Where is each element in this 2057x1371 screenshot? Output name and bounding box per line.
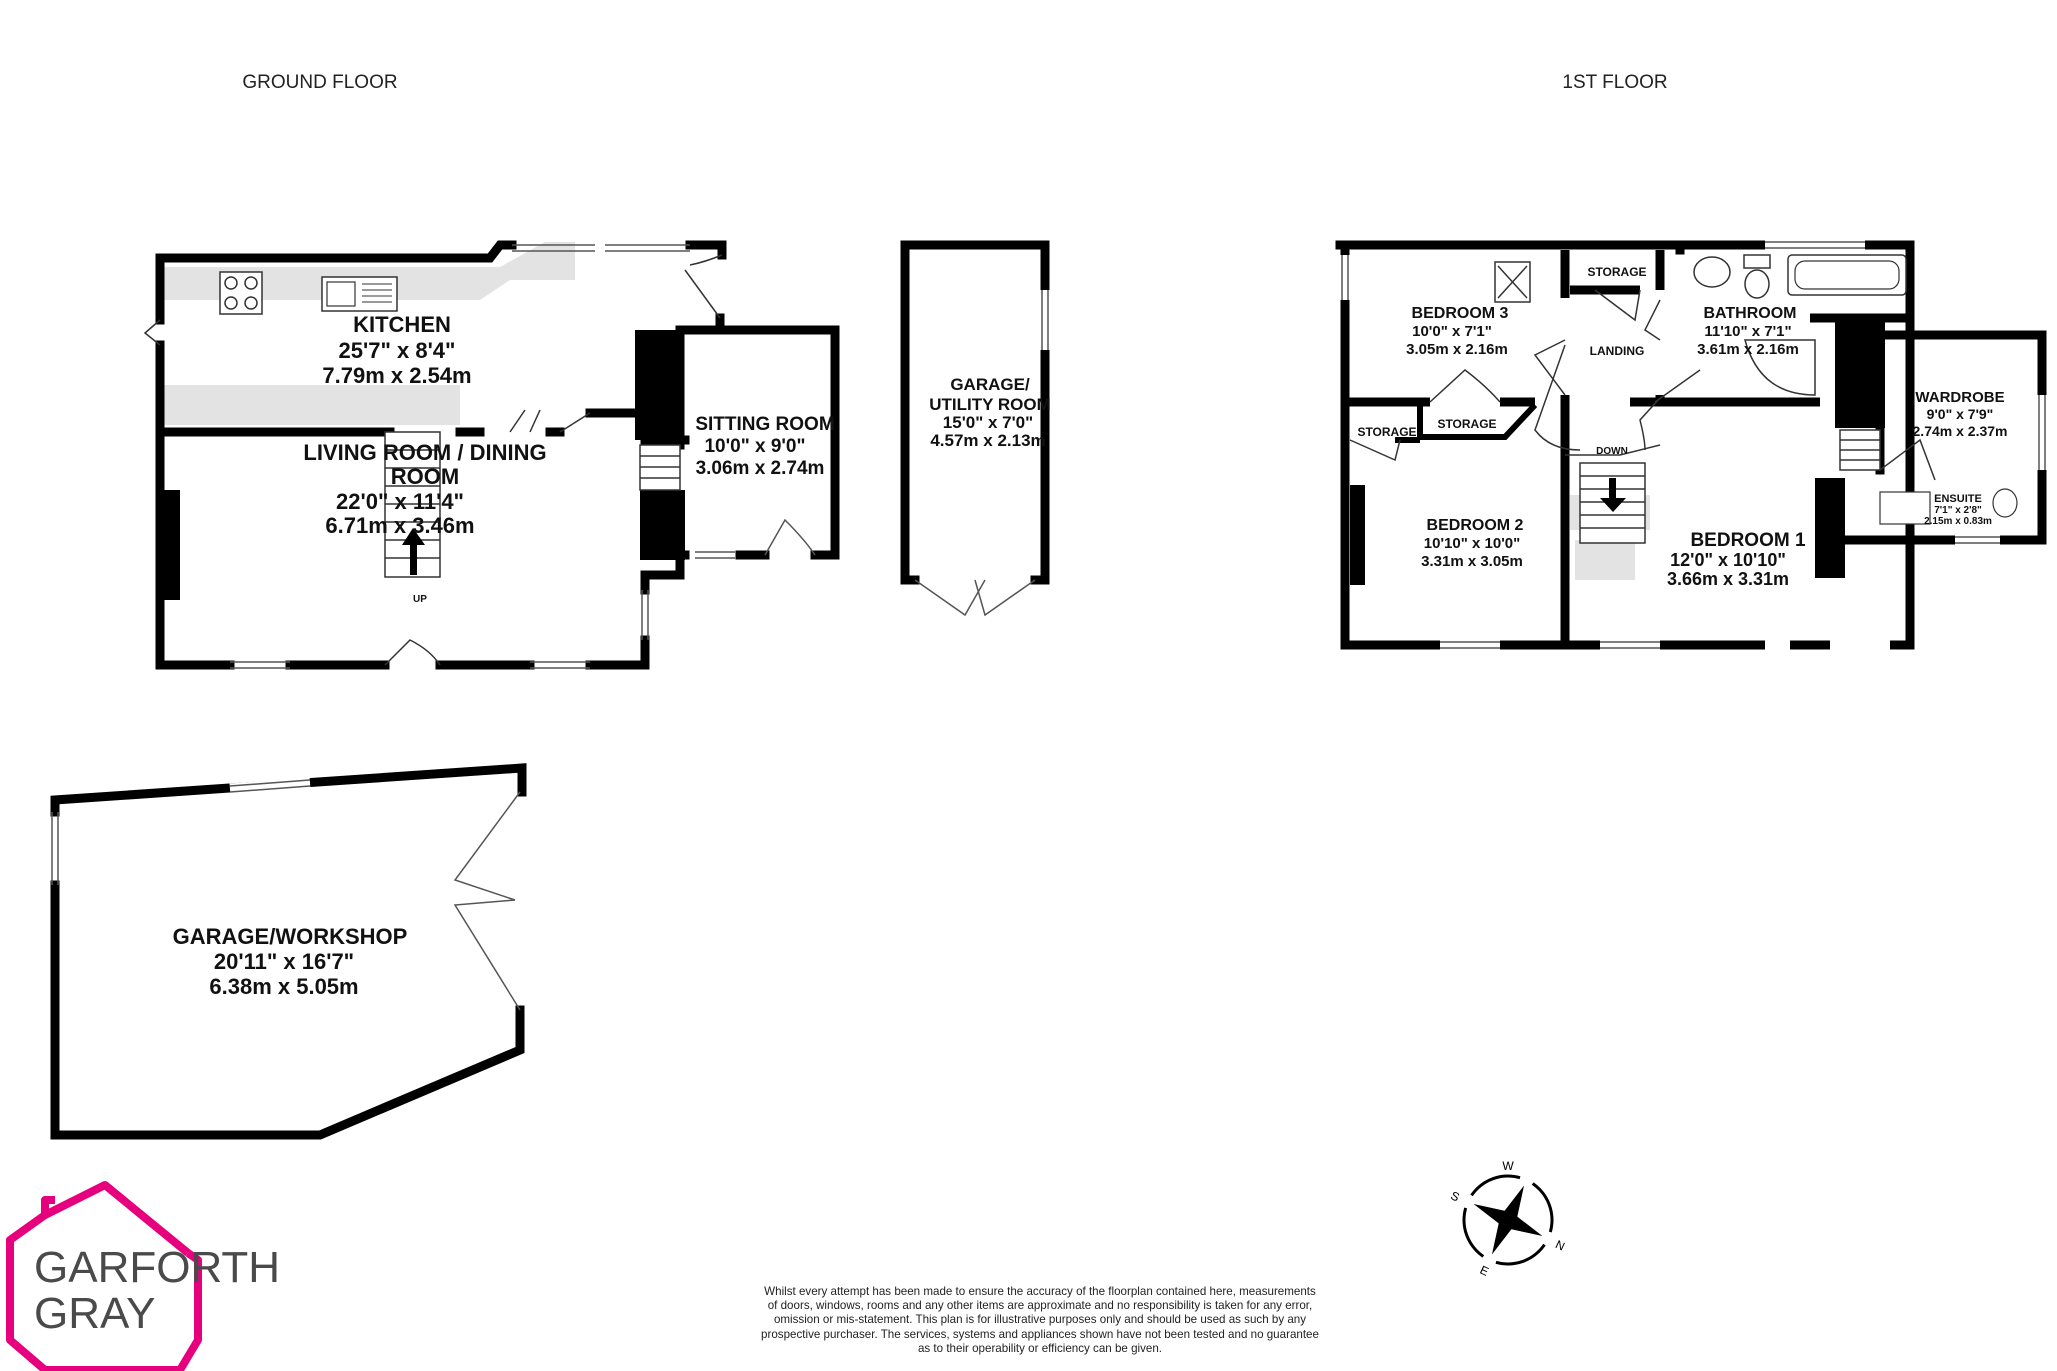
wardrobe-metric: 2.74m x 2.37m	[1913, 423, 2008, 439]
hob-icon	[219, 271, 263, 315]
garage-utility-metric: 4.57m x 2.13m	[930, 431, 1045, 450]
bedroom3-name: BEDROOM 3	[1412, 305, 1509, 322]
bedroom3-metric: 3.05m x 2.16m	[1406, 341, 1508, 358]
workshop-name: GARAGE/WORKSHOP	[173, 924, 408, 949]
ensuite-toilet-icon	[1992, 488, 2018, 518]
compass-w: W	[1502, 1159, 1514, 1173]
garage-utility-name-line2: UTILITY ROOM	[929, 395, 1051, 414]
compass-icon: W N E S	[1448, 1159, 1567, 1279]
sitting-metric: 3.06m x 2.74m	[696, 458, 825, 479]
bathroom-metric: 3.61m x 2.16m	[1697, 341, 1799, 358]
garage-utility-block	[900, 240, 1051, 617]
living-name-line2: ROOM	[391, 464, 459, 489]
storage-label-left: STORAGE	[1357, 425, 1416, 439]
compass-n: N	[1553, 1237, 1567, 1253]
stairs-first	[1579, 462, 1646, 544]
bedroom2-imperial: 10'10" x 10'0"	[1424, 535, 1520, 552]
kitchen-imperial: 25'7" x 8'4"	[339, 338, 456, 363]
garage-utility-name-line1: GARAGE/	[950, 375, 1030, 394]
shower-icon	[1744, 339, 1816, 396]
ground-floor-main-block	[143, 240, 727, 670]
compass-s: S	[1448, 1188, 1461, 1204]
chimney-breast	[160, 490, 180, 600]
ensuite-imperial: 7'1" x 2'8"	[1934, 505, 1982, 516]
kitchen-name: KITCHEN	[353, 312, 451, 337]
wardrobe-name: WARDROBE	[1915, 389, 2004, 406]
disclaimer-line: of doors, windows, rooms and any other i…	[767, 1299, 1313, 1313]
kitchen-counter-lower	[160, 385, 460, 425]
living-name-line1: LIVING ROOM / DINING	[303, 440, 546, 465]
disclaimer-line: Whilst every attempt has been made to en…	[764, 1285, 1316, 1298]
stairs-up-label: UP	[413, 594, 427, 605]
storage-label-top: STORAGE	[1587, 265, 1646, 279]
kitchen-counter	[160, 242, 575, 300]
first-floor-title: 1ST FLOOR	[1562, 72, 1667, 93]
bathroom-imperial: 11'10" x 7'1"	[1704, 323, 1791, 340]
wardrobe-imperial: 9'0" x 7'9"	[1927, 406, 1994, 422]
garage-workshop-block	[50, 763, 527, 1140]
house-outline-icon	[6, 1196, 202, 1371]
basin-icon	[1693, 256, 1731, 288]
ensuite-metric: 2.15m x 0.83m	[1924, 516, 1992, 527]
bath-icon	[1787, 254, 1907, 296]
toilet-icon	[1744, 269, 1770, 299]
toilet-cistern-icon	[1743, 254, 1771, 269]
landing-label: LANDING	[1590, 344, 1645, 358]
ensuite-name: ENSUITE	[1934, 493, 1982, 505]
living-metric: 6.71m x 3.46m	[325, 513, 474, 538]
garforth-gray-logo: GARFORTH GRAY	[6, 1181, 280, 1371]
logo-line1: GARFORTH	[34, 1243, 280, 1292]
bathroom-name: BATHROOM	[1703, 305, 1796, 322]
bedroom2-metric: 3.31m x 3.05m	[1421, 553, 1523, 570]
disclaimer: Whilst every attempt has been made to en…	[700, 1285, 1380, 1356]
bedroom3-imperial: 10'0" x 7'1"	[1412, 323, 1492, 340]
ensuite-shower-icon	[1879, 491, 1931, 525]
disclaimer-line: as to their operability or efficiency ca…	[917, 1341, 1163, 1355]
shower-tray-icon	[1494, 261, 1531, 303]
sitting-name: SITTING ROOM	[695, 414, 834, 435]
bedroom1-metric: 3.66m x 3.31m	[1667, 569, 1789, 589]
sitting-room-block	[635, 325, 840, 560]
workshop-metric: 6.38m x 5.05m	[209, 974, 358, 999]
workshop-imperial: 20'11" x 16'7"	[214, 949, 354, 974]
garage-utility-imperial: 15'0" x 7'0"	[943, 413, 1033, 432]
stairs-down-arrow-icon	[1600, 478, 1626, 512]
bedroom1-name: BEDROOM 1	[1690, 530, 1806, 551]
stairs-up-arrow-icon	[402, 528, 425, 575]
living-imperial: 22'0" x 11'4"	[336, 489, 464, 514]
disclaimer-line: prospective purchaser. The services, sys…	[761, 1327, 1319, 1341]
storage-label-middle: STORAGE	[1437, 417, 1496, 431]
bedroom1-imperial: 12'0" x 10'10"	[1670, 550, 1786, 570]
bedroom2-name: BEDROOM 2	[1427, 517, 1524, 534]
sink-icon	[321, 276, 398, 312]
compass-e: E	[1478, 1263, 1491, 1279]
ground-floor-title: GROUND FLOOR	[242, 72, 397, 93]
first-floor-block	[1335, 239, 2048, 651]
disclaimer-line: omission or mis-statement. This plan is …	[773, 1313, 1307, 1327]
stairs-down-label: DOWN	[1596, 446, 1628, 457]
logo-line2: GRAY	[34, 1289, 155, 1338]
sitting-imperial: 10'0" x 9'0"	[704, 436, 805, 457]
kitchen-metric: 7.79m x 2.54m	[322, 363, 471, 388]
